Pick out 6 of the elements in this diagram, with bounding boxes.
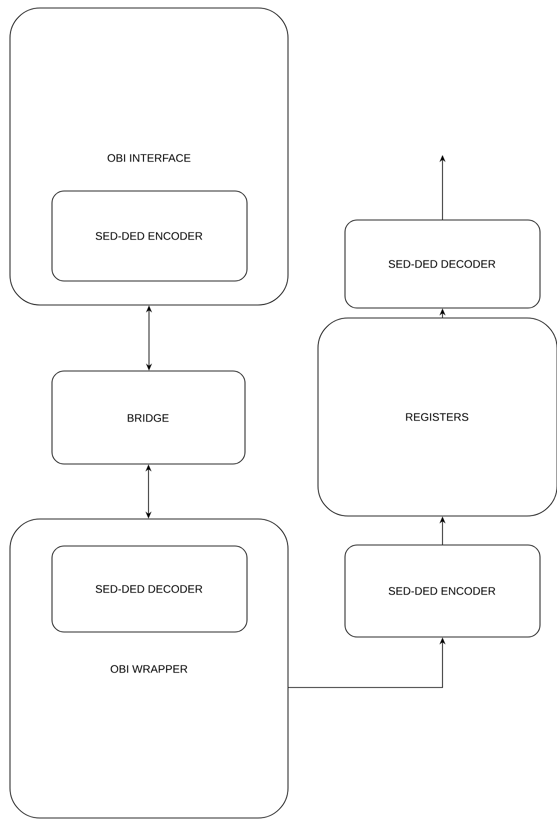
process-box: SED-DED ENCODER (52, 190, 248, 282)
process-box: SED-DED DECODER (344, 220, 540, 308)
process-box: SED-DED ENCODER (344, 544, 540, 638)
process-box: SED-DED DECODER (52, 546, 248, 632)
process-box: REGISTERS (318, 318, 557, 516)
process-box: BRIDGE (52, 370, 246, 464)
